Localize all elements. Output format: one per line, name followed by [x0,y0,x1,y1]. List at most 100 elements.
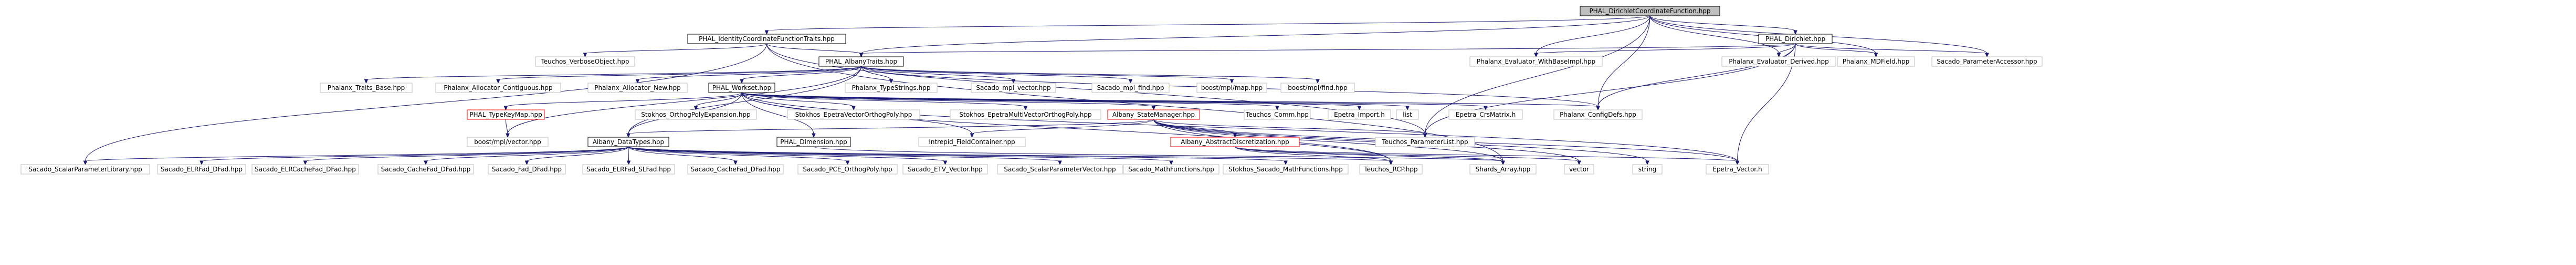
node-box [1706,164,1769,175]
node-label: Phalanx_TypeStrings.hpp [852,84,931,91]
edge-traits-workset [741,66,861,80]
node-traits[interactable]: PHAL_AlbanyTraits.hpp [818,56,904,67]
node-box [587,83,688,93]
edge-datatypes-elrdfad [201,146,629,162]
edge-arrowhead [1058,160,1062,166]
edge-arrowhead [764,30,769,35]
node-box [787,109,920,120]
node-label: vector [1569,166,1589,173]
edge-dirichlet-traits [861,43,1796,54]
edge-datatypes-rcp [628,146,1391,162]
edge-workset-orthopoly [696,92,742,107]
node-box [918,137,1026,147]
node-typekeymap[interactable]: PHAL_TypeKeyMap.hpp [467,109,545,120]
node-label: Phalanx_Allocator_New.hpp [594,84,680,91]
node-label: Sacado_ELRFad_SLFad.hpp [586,166,671,173]
edge-workset-statemgr [741,92,1154,107]
edge-root-dirichlet [1649,15,1796,32]
node-pce: Sacado_PCE_OrthogPoly.hpp [797,164,898,175]
node-label: Phalanx_Traits_Base.hpp [328,84,405,91]
node-box [1375,137,1475,147]
edge-arrowhead [1484,106,1488,111]
node-statemgr[interactable]: Albany_StateManager.hpp [1107,109,1200,120]
node-box [1244,109,1311,120]
edge-root-evalderived [1649,15,1779,54]
node-list: list [1396,109,1419,120]
edge-workset-rcp [741,92,1391,162]
node-label: Epetra_Import.h [1334,111,1385,118]
edge-workset-comm [741,92,1278,107]
node-ident[interactable]: PHAL_IdentityCoordinateFunctionTraits.hp… [687,34,846,44]
edge-arrowhead [496,79,500,84]
edge-arrowhead [1169,160,1173,166]
edge-traits-alloccont [498,66,861,80]
node-allocnew: Phalanx_Allocator_New.hpp [587,83,688,93]
node-label: boost/mpl/vector.hpp [474,138,541,146]
edge-root-evalwbase [1536,15,1650,54]
node-cachefad: Sacado_CacheFad_DFad.hpp [377,164,474,175]
edge-statemgr-paramlist [1153,119,1425,135]
node-datatypes[interactable]: Albany_DataTypes.hpp [587,137,669,147]
node-absdisc[interactable]: Albany_AbstractDiscretization.hpp [1170,137,1300,147]
node-box [797,164,898,175]
node-box [1091,83,1170,93]
edge-arrowhead [1596,106,1600,111]
edge-ident-traits [766,43,861,54]
node-box [467,109,545,120]
node-box [377,164,474,175]
node-label: Sacado_mpl_find.hpp [1097,84,1164,91]
node-elrcache: Sacado_ELRCacheFad_DFad.hpp [251,164,359,175]
node-box [1396,109,1419,120]
edge-dirichlet-evalderived [1779,43,1796,54]
node-box [845,83,938,93]
node-box [1632,164,1663,175]
node-workset[interactable]: PHAL_Workset.hpp [708,83,775,93]
edge-ident-verbose [585,43,767,54]
edge-workset-crs [741,92,1486,107]
node-label: Phalanx_ConfigDefs.hpp [1560,111,1636,118]
edge-datatypes-stokhosmath [628,146,1286,162]
edge-traits-datatypes [628,66,861,135]
edge-workset-epetravec [741,92,854,107]
node-typestrings: Phalanx_TypeStrings.hpp [845,83,938,93]
edge-datatypes-elrcache [305,146,629,162]
edge-datatypes-faddfad [527,146,629,162]
edge-datatypes-elrsfad [628,146,629,162]
node-box [582,164,675,175]
node-dimension[interactable]: PHAL_Dimension.hpp [776,137,851,147]
node-box [535,56,635,67]
edge-absdisc-rcp [1235,146,1391,162]
node-comm: Teuchos_Comm.hpp [1244,109,1311,120]
edge-datatypes-scalarlib [85,146,629,162]
edge-statemgr-intrepid [972,119,1154,135]
edge-workset-configdefs [741,92,1599,107]
edge-datatypes-cachefad [425,146,629,162]
node-rcp: Teuchos_RCP.hpp [1359,164,1423,175]
edge-typekeymap-boostvector [506,119,508,135]
edge-arrowhead [503,106,508,111]
node-dirichlet[interactable]: PHAL_Dirichlet.hpp [1758,34,1833,44]
node-box [1196,83,1267,93]
node-label: Sacado_mpl_vector.hpp [976,84,1050,91]
node-elrdfad: Sacado_ELRFad_DFad.hpp [157,164,246,175]
node-box [818,56,904,67]
node-box [1448,109,1523,120]
node-root[interactable]: PHAL_DirichletCoordinateFunction.hpp [1580,6,1720,16]
node-box [1580,6,1720,16]
node-box [467,137,549,147]
edge-absdisc-shards [1235,146,1503,162]
edge-arrowhead [1501,160,1505,166]
edge-arrowhead [740,79,744,84]
node-label: Sacado_ELRCacheFad_DFad.hpp [255,166,356,173]
node-label: Intrepid_FieldContainer.hpp [929,138,1015,146]
node-label: Stokhos_OrthogPolyExpansion.hpp [641,111,751,118]
edge-statemgr-datatypes [628,119,1154,135]
edge-root-paramlist [1425,15,1650,135]
node-mdfield: Phalanx_MDField.hpp [1837,56,1915,67]
node-box [971,83,1056,93]
edge-dirichlet-evalwbase [1536,43,1796,54]
node-box [1123,164,1219,175]
node-label: PHAL_Dirichlet.hpp [1765,35,1825,43]
edge-arrowhead [1275,106,1279,111]
node-label: Epetra_CrsMatrix.h [1456,111,1516,118]
